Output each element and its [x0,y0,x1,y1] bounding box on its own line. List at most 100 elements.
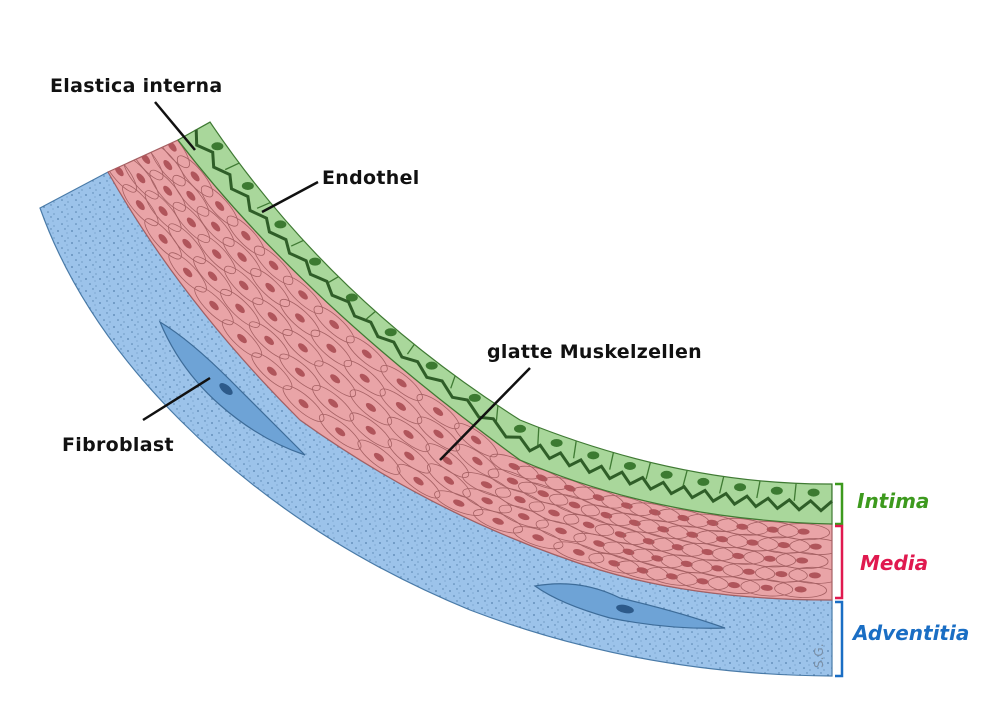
smooth-muscle-cells [108,140,832,598]
smooth-muscle-nucleus [182,267,193,278]
smooth-muscle-nucleus [517,513,530,521]
smooth-muscle-cell [345,335,388,373]
smooth-muscle-nucleus [413,476,424,486]
smooth-muscle-nucleus [359,373,370,383]
endothelial-cell-border [224,162,240,171]
media-bracket [835,524,844,600]
smooth-muscle-nucleus [532,534,544,542]
smooth-muscle-cell [416,393,460,430]
smooth-muscle-nucleus [212,249,222,259]
smooth-muscle-nucleus [211,221,221,232]
smooth-muscle-cell [193,256,232,297]
label-glatte-muskelzellen: glatte Muskelzellen [487,341,702,363]
endothelial-cell-border [718,476,725,494]
fibroblast-nucleus-upper [219,383,233,395]
smooth-muscle-cell [172,174,210,217]
smooth-muscle-cell [379,388,423,425]
endothelial-nucleus [734,483,747,492]
smooth-muscle-cell [777,523,830,541]
smooth-muscle-nucleus [651,555,664,562]
smooth-muscle-cell [226,215,266,256]
smooth-muscle-nucleus [808,572,821,579]
endothelial-cell-border [572,440,577,459]
endothelial-nucleus [468,393,481,402]
endothelial-cell-border [756,480,761,499]
smooth-muscle-nucleus [766,526,779,533]
smooth-muscle-nucleus [716,536,728,543]
smooth-muscle-cell [740,579,794,597]
smooth-muscle-cell [461,472,512,498]
smooth-muscle-nucleus [136,173,146,184]
smooth-muscle-nucleus [141,153,151,164]
smooth-muscle-nucleus [537,490,549,498]
fibroblast-nucleus-lower [616,604,634,614]
smooth-muscle-nucleus [742,568,755,575]
smooth-muscle-cell [743,550,797,568]
smooth-muscle-nucleus [443,476,455,485]
smooth-muscle-nucleus [568,501,581,509]
smooth-muscle-cell [380,365,423,401]
smooth-muscle-nucleus [470,435,482,445]
smooth-muscle-cell [314,360,356,398]
smooth-muscle-cell [168,252,207,293]
endothelial-nucleus [697,477,710,486]
smooth-muscle-nucleus [573,549,585,556]
endothelial-cell-border [609,452,615,470]
smooth-muscle-nucleus [536,474,548,482]
smooth-muscle-cell [349,389,393,426]
endothelial-cell-border [327,276,339,284]
smooth-muscle-cell [250,268,290,308]
smooth-muscle-nucleus [207,271,218,281]
smooth-muscle-nucleus [777,542,790,549]
endothelial-nucleus [241,181,254,190]
fibroblast-cell-upper [158,320,306,456]
smooth-muscle-nucleus [736,523,749,530]
smooth-muscle-cell [282,329,324,367]
smooth-muscle-nucleus [442,456,453,465]
smooth-muscle-nucleus [163,160,173,171]
endothelial-nucleus [425,361,438,370]
intima-bracket [835,482,844,526]
smooth-muscle-nucleus [621,502,633,509]
smooth-muscle-nucleus [453,499,465,507]
label-fibroblast: Fibroblast [62,434,174,456]
smooth-muscle-cell [312,385,355,422]
smooth-muscle-nucleus [481,497,493,505]
adventitia-texture [40,172,832,676]
smooth-muscle-cell [224,265,264,306]
leader-fibroblast [142,376,211,422]
smooth-muscle-nucleus [135,200,145,211]
smooth-muscle-cell [774,580,827,598]
smooth-muscle-nucleus [186,190,196,201]
endothelial-cell-border [682,470,688,488]
smooth-muscle-nucleus [582,521,595,529]
smooth-muscle-cell [108,149,137,193]
endothelial-cells [195,122,832,502]
endothelial-nucleus [623,461,636,470]
smooth-muscle-nucleus [555,527,567,535]
smooth-muscle-nucleus [395,401,406,411]
smooth-muscle-nucleus [677,514,690,522]
smooth-muscle-nucleus [506,477,519,485]
smooth-muscle-cell [200,185,239,227]
smooth-muscle-nucleus [158,233,168,244]
smooth-muscle-cell [252,297,293,336]
smooth-muscle-nucleus [329,319,340,330]
smooth-muscle-nucleus [266,366,277,376]
smooth-muscle-nucleus [163,185,173,196]
smooth-muscle-nucleus [361,349,372,359]
smooth-muscle-cell [310,329,352,367]
smooth-muscle-cell [128,140,164,181]
smooth-muscle-cell [462,488,512,514]
smooth-muscle-cell [279,353,321,391]
smooth-muscle-nucleus [796,557,809,564]
layer-label-adventitia: Adventitia [851,621,969,645]
smooth-muscle-nucleus [514,496,526,504]
smooth-muscle-cell [220,288,260,328]
smooth-muscle-nucleus [298,343,308,353]
smooth-muscle-cell [319,413,362,450]
smooth-muscle-nucleus [433,429,444,439]
smooth-muscle-nucleus [267,312,278,322]
smooth-muscle-cell [253,245,294,285]
